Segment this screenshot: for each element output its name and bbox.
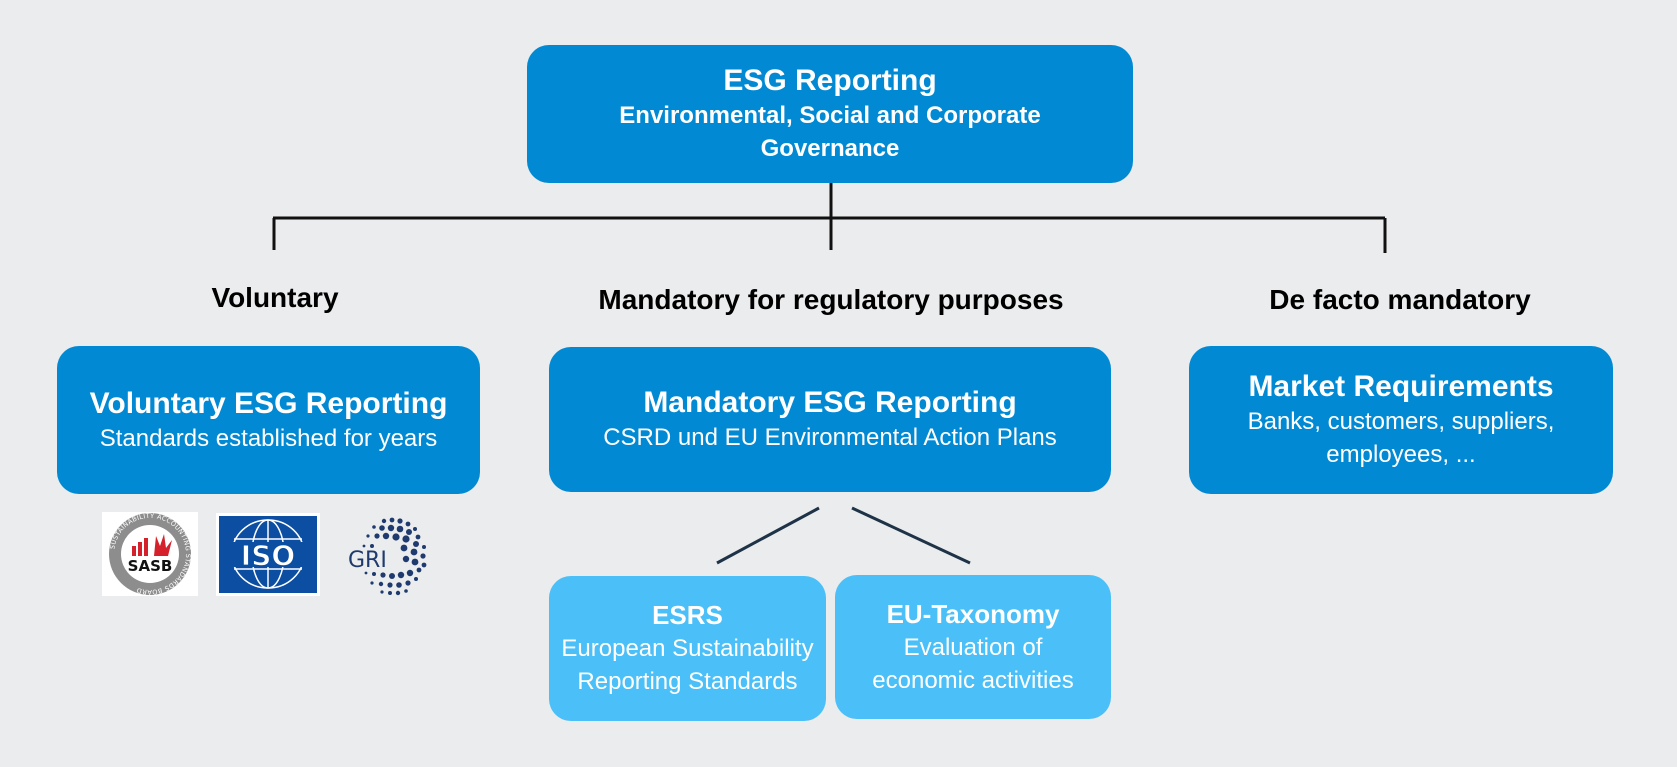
sasb-logo: SUSTAINABILITY ACCOUNTING STANDARDS BOAR… [102, 512, 198, 596]
esg-reporting-title: ESG Reporting [723, 64, 937, 97]
heading-defacto: De facto mandatory [1269, 284, 1531, 315]
mandatory-esg-subtitle: CSRD und EU Environmental Action Plans [603, 424, 1057, 451]
iso-logo-text: ISO [241, 539, 295, 572]
voluntary-esg-box: Voluntary ESG Reporting Standards establ… [57, 346, 480, 494]
heading-mandatory: Mandatory for regulatory purposes [598, 284, 1064, 315]
voluntary-esg-subtitle: Standards established for years [99, 424, 438, 452]
mandatory-esg-box: Mandatory ESG Reporting CSRD und EU Envi… [549, 347, 1111, 492]
iso-logo: ISO [216, 513, 320, 596]
esrs-title: ESRS [652, 600, 723, 630]
esrs-box: ESRS European Sustainability Reporting S… [549, 576, 826, 721]
market-requirements-box: Market Requirements Banks, customers, su… [1189, 346, 1613, 494]
esg-reporting-subtitle: Environmental, Social and Corporate Gove… [619, 102, 1041, 162]
gri-logo: GRI [348, 517, 427, 596]
market-requirements-subtitle: Banks, customers, suppliers, employees, … [1247, 408, 1555, 468]
market-requirements-title: Market Requirements [1248, 370, 1554, 403]
voluntary-esg-title: Voluntary ESG Reporting [89, 386, 448, 420]
esg-reporting-box: ESG Reporting Environmental, Social and … [527, 45, 1133, 183]
eu-taxonomy-title: EU-Taxonomy [886, 598, 1060, 629]
esrs-subtitle: European Sustainability Reporting Standa… [561, 635, 814, 695]
connector-to-esrs [716, 506, 820, 565]
eu-taxonomy-box: EU-Taxonomy Evaluation of economic activ… [835, 575, 1111, 719]
gri-logo-text: GRI [348, 548, 387, 573]
sasb-logo-text: SASB [128, 557, 173, 575]
connector-to-taxonomy [851, 506, 971, 565]
eu-taxonomy-subtitle: Evaluation of economic activities [872, 633, 1074, 694]
mandatory-esg-title: Mandatory ESG Reporting [643, 386, 1017, 419]
heading-voluntary: Voluntary [211, 282, 339, 313]
